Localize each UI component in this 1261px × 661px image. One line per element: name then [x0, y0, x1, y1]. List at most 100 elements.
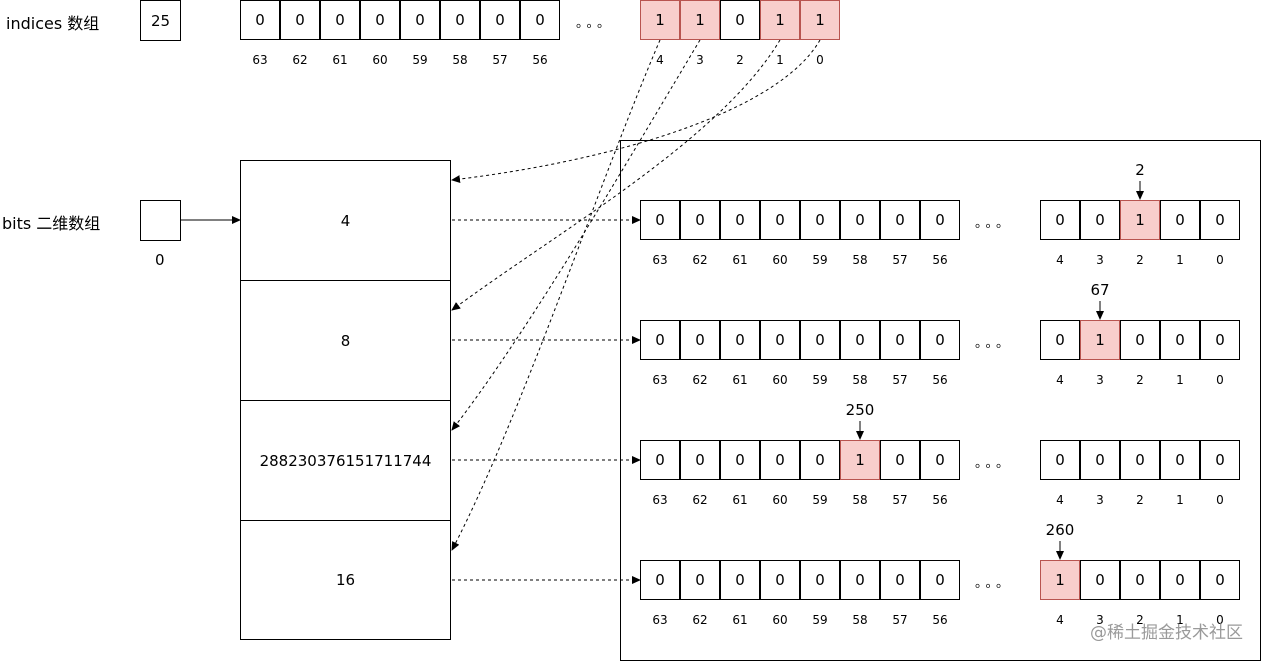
- row-bit-index: 58: [852, 373, 868, 387]
- row-bit-index: 59: [812, 613, 828, 627]
- row-bit-index: 2: [1136, 493, 1144, 507]
- row-1-bit-56: 0: [920, 320, 960, 360]
- row-bit-index: 61: [732, 373, 748, 387]
- row-1-bit-2: 0: [1120, 320, 1160, 360]
- row-bit-index: 56: [932, 613, 948, 627]
- row-ellipsis: 。。。: [975, 576, 1014, 591]
- indices-cell-bit-61: 0: [320, 0, 360, 40]
- row-3-bit-56: 0: [920, 560, 960, 600]
- indices-bit-index: 0: [816, 53, 824, 67]
- row-3-bit-58: 0: [840, 560, 880, 600]
- row-1-bit-63: 0: [640, 320, 680, 360]
- row-3-value-annotation: 260: [1045, 521, 1075, 539]
- row-3-bit-59: 0: [800, 560, 840, 600]
- row-1-bit-58: 0: [840, 320, 880, 360]
- row-2-bit-63: 0: [640, 440, 680, 480]
- indices-cell-bit-59: 0: [400, 0, 440, 40]
- row-bit-index: 63: [652, 373, 668, 387]
- indices-bit-index: 61: [332, 53, 348, 67]
- indices-bit-index: 60: [372, 53, 388, 67]
- row-2-bit-2: 0: [1120, 440, 1160, 480]
- row-0-bit-61: 0: [720, 200, 760, 240]
- row-2-bit-4: 0: [1040, 440, 1080, 480]
- row-1-value-annotation: 67: [1090, 281, 1110, 299]
- row-bit-index: 60: [772, 253, 788, 267]
- row-2-bit-59: 0: [800, 440, 840, 480]
- row-bit-index: 59: [812, 493, 828, 507]
- indices-bit-index: 57: [492, 53, 508, 67]
- row-bit-index: 56: [932, 373, 948, 387]
- row-bit-index: 0: [1216, 493, 1224, 507]
- row-bit-index: 3: [1096, 373, 1104, 387]
- row-1-bit-1: 0: [1160, 320, 1200, 360]
- row-bit-index: 62: [692, 373, 708, 387]
- bits-word-3: 16: [240, 520, 451, 640]
- indices-cell-bit-4: 1: [640, 0, 680, 40]
- row-bit-index: 56: [932, 493, 948, 507]
- indices-ellipsis: 。。。: [576, 16, 615, 31]
- indices-bit-index: 59: [412, 53, 428, 67]
- indices-bit-index: 4: [656, 53, 664, 67]
- bits-label: bits 二维数组: [2, 214, 101, 233]
- row-bit-index: 2: [1136, 613, 1144, 627]
- row-2-value-annotation: 250: [845, 401, 875, 419]
- indices-bit-index: 1: [776, 53, 784, 67]
- bits-word-0: 4: [240, 160, 451, 281]
- row-0-bit-56: 0: [920, 200, 960, 240]
- row-2-bit-56: 0: [920, 440, 960, 480]
- row-3-bit-60: 0: [760, 560, 800, 600]
- row-3-bit-3: 0: [1080, 560, 1120, 600]
- indices-bit-index: 62: [292, 53, 308, 67]
- bits-pointer-index: 0: [155, 251, 165, 269]
- bits-pointer-box: [140, 200, 181, 241]
- row-2-bit-60: 0: [760, 440, 800, 480]
- row-1-bit-60: 0: [760, 320, 800, 360]
- row-0-bit-58: 0: [840, 200, 880, 240]
- indices-cell-bit-60: 0: [360, 0, 400, 40]
- row-2-bit-61: 0: [720, 440, 760, 480]
- row-bit-index: 1: [1176, 613, 1184, 627]
- row-bit-index: 57: [892, 613, 908, 627]
- row-bit-index: 1: [1176, 253, 1184, 267]
- row-bit-index: 4: [1056, 493, 1064, 507]
- row-bit-index: 4: [1056, 253, 1064, 267]
- row-bit-index: 58: [852, 493, 868, 507]
- row-0-bit-0: 0: [1200, 200, 1240, 240]
- row-3-bit-61: 0: [720, 560, 760, 600]
- row-0-bit-1: 0: [1160, 200, 1200, 240]
- row-3-bit-0: 0: [1200, 560, 1240, 600]
- row-2-bit-58: 1: [840, 440, 880, 480]
- indices-cell-bit-2: 0: [720, 0, 760, 40]
- index-bit-4-link: [451, 39, 661, 551]
- row-bit-index: 2: [1136, 253, 1144, 267]
- row-bit-index: 57: [892, 493, 908, 507]
- row-0-bit-2: 1: [1120, 200, 1160, 240]
- bits-word-2: 288230376151711744: [240, 400, 451, 521]
- row-ellipsis: 。。。: [975, 216, 1014, 231]
- row-bit-index: 58: [852, 613, 868, 627]
- row-bit-index: 0: [1216, 253, 1224, 267]
- row-1-bit-57: 0: [880, 320, 920, 360]
- row-2-bit-57: 0: [880, 440, 920, 480]
- row-0-bit-60: 0: [760, 200, 800, 240]
- row-bit-index: 57: [892, 253, 908, 267]
- row-bit-index: 63: [652, 493, 668, 507]
- row-1-bit-3: 1: [1080, 320, 1120, 360]
- row-bit-index: 4: [1056, 373, 1064, 387]
- indices-bit-index: 2: [736, 53, 744, 67]
- indices-cell-bit-56: 0: [520, 0, 560, 40]
- indices-label: indices 数组: [6, 14, 100, 33]
- row-3-bit-63: 0: [640, 560, 680, 600]
- indices-bit-index: 3: [696, 53, 704, 67]
- row-bit-index: 59: [812, 373, 828, 387]
- row-bit-index: 59: [812, 253, 828, 267]
- row-3-bit-62: 0: [680, 560, 720, 600]
- row-2-bit-1: 0: [1160, 440, 1200, 480]
- bits-word-1: 8: [240, 280, 451, 401]
- row-bit-index: 63: [652, 613, 668, 627]
- watermark: @稀土掘金技术社区: [1090, 623, 1243, 643]
- row-bit-index: 61: [732, 493, 748, 507]
- indices-cell-bit-63: 0: [240, 0, 280, 40]
- row-0-bit-63: 0: [640, 200, 680, 240]
